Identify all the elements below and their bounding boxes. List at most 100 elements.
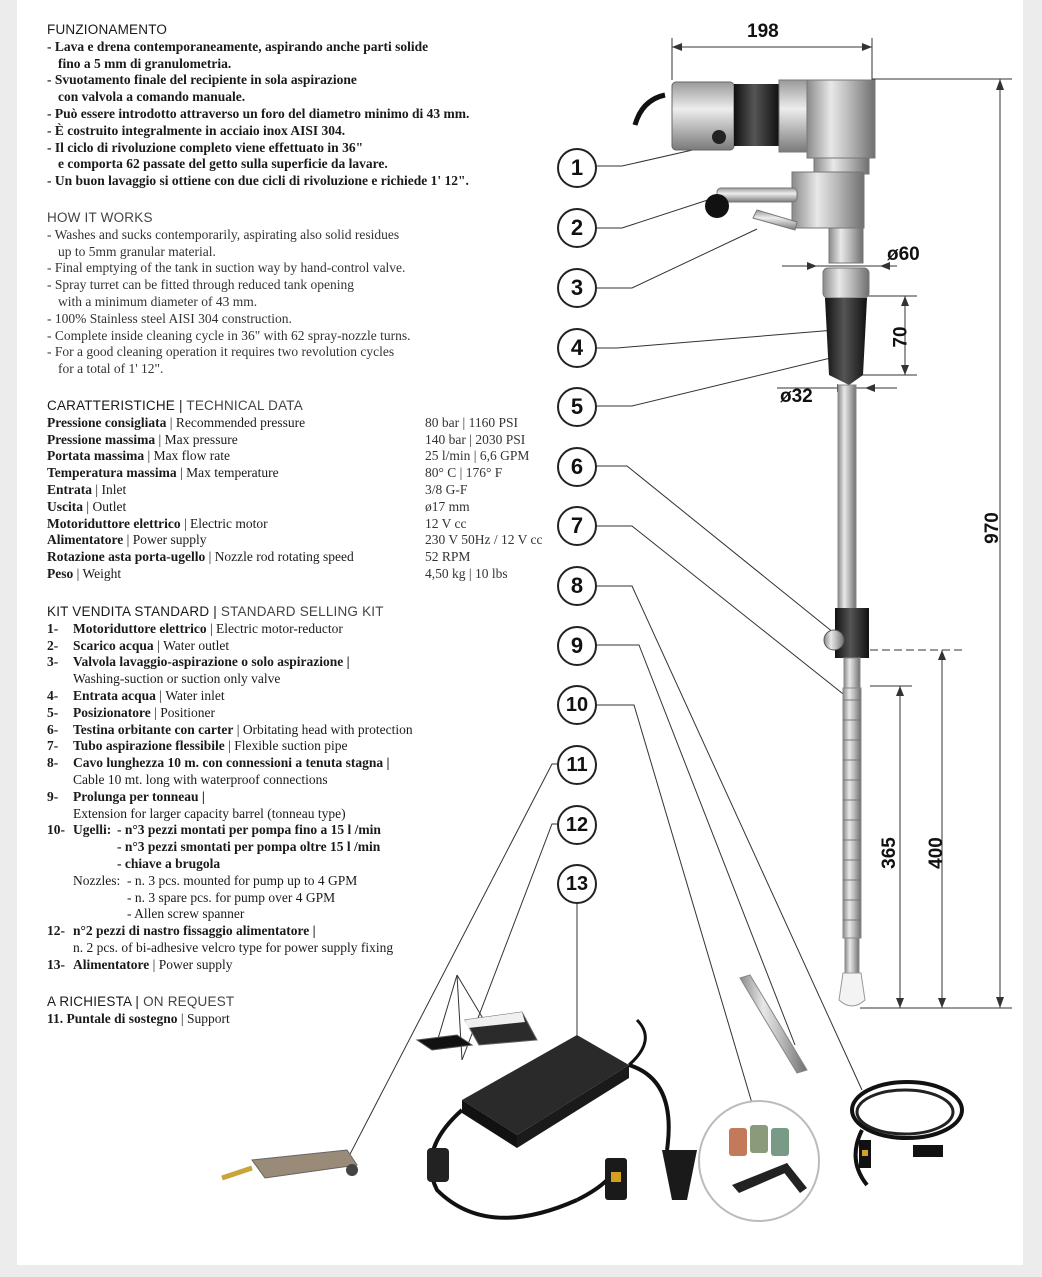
leader-lines [346,114,863,1161]
on-request-it: Puntale di sostegno [66,1010,178,1026]
kit-separator: | [150,704,161,720]
technical-label-it: Uscita [47,498,83,514]
kit-item-extra: Cable 10 mt. long with waterproof connec… [73,771,328,787]
kit-item-it: n°2 pezzi di nastro fissaggio alimentato… [73,923,316,939]
label-separator: | [144,448,154,464]
standard-kit-section: KIT VENDITA STANDARD | STANDARD SELLING … [47,604,413,974]
kit-item-num: 1- [47,620,59,636]
title-separator: | [175,398,187,413]
on-request-item: 11. Puntale di sostegno | Support [47,1010,230,1026]
kit-item-13: 13- Alimentatore | Power supply [47,956,233,972]
technical-label: Entrata | Inlet [47,482,425,499]
funzionamento-line: - Un buon lavaggio si ottiene con due ci… [47,173,469,189]
kit-item-en: Positioner [160,704,215,720]
technical-label: Pressione massima | Max pressure [47,432,425,449]
title-separator: | [209,604,221,619]
positioner [822,267,870,385]
technical-value: 52 RPM [425,549,471,565]
kit-separator: | [153,637,164,653]
label-separator: | [205,549,215,565]
kit-item-extra: Extension for larger capacity barrel (to… [73,805,346,821]
callout-8: 8 [557,566,597,606]
kit-item-extra: Washing-suction or suction only valve [73,671,281,687]
kit-item: 9-Prolunga per tonneau | [47,789,413,806]
technical-label-it: Rotazione asta porta-ugello [47,549,206,565]
technical-label-en: Outlet [92,498,127,514]
how-it-works-line: for a total of 1' 12". [58,361,164,377]
funzionamento-line: - Svuotamento finale del recipiente in s… [47,72,357,88]
technical-label: Motoriduttore elettrico | Electric motor [47,516,425,533]
callout-4: 4 [557,328,597,368]
kit-item-it: Tubo aspirazione flessibile [73,738,225,754]
funzionamento-line: con valvola a comando manuale. [58,89,246,105]
nozzles-line: - n. 3 pcs. mounted for pump up to 4 GPM [127,872,358,888]
kit-item-num: 3- [47,654,59,670]
funzionamento-line: fino a 5 mm di granulometria. [58,55,232,71]
kit-item-num: 12- [47,923,65,939]
technical-value: 4,50 kg | 10 lbs [425,565,508,581]
kit-item: 4-Entrata acqua | Water inlet [47,688,413,705]
nozzles-line: - n. 3 spare pcs. for pump over 4 GPM [127,889,336,905]
kit-item: 1-Motoriduttore elettrico | Electric mot… [47,621,413,638]
technical-value: 12 V cc [425,515,467,531]
funzionamento-line: - Il ciclo di rivoluzione completo viene… [47,139,364,155]
technical-value: 80° C | 176° F [425,465,503,481]
technical-label-it: Pressione massima [47,431,156,447]
kit-item-en: Water inlet [165,687,225,703]
kit-item-en: Electric motor-reductor [216,620,343,636]
technical-label: Portata massima | Max flow rate [47,448,425,465]
title-it: KIT VENDITA STANDARD [47,604,210,619]
standard-kit-title: KIT VENDITA STANDARD | STANDARD SELLING … [47,604,413,621]
technical-label: Alimentatore | Power supply [47,532,425,549]
kit-item-en: Flexible suction pipe [234,738,348,754]
nozzle-rod [823,384,869,1007]
kit-item-num: 8- [47,755,59,771]
technical-row: Motoriduttore elettrico | Electric motor… [47,516,543,533]
technical-value: ø17 mm [425,498,470,514]
nozzles-row: Nozzles: - n. 3 pcs. mounted for pump up… [47,873,413,890]
velcro-strips [415,1011,538,1051]
kit-item-num: 5- [47,704,59,720]
title-en: TECHNICAL DATA [186,398,303,413]
technical-label: Uscita | Outlet [47,499,425,516]
title-it: CARATTERISTICHE [47,398,176,413]
callout-6: 6 [557,447,597,487]
on-request-section: A RICHIESTA | ON REQUEST 11. Puntale di … [47,994,234,1028]
kit-item: 5-Posizionatore | Positioner [47,705,413,722]
technical-label-en: Max flow rate [153,448,231,464]
kit-item-10: 10- Ugelli: - n°3 pezzi montati per pomp… [47,822,413,839]
how-it-works-section: HOW IT WORKS - Washes and sucks contempo… [47,210,411,378]
label-separator: | [155,431,165,447]
label-separator: | [92,481,102,497]
cable [850,1080,964,1187]
technical-data-section: CARATTERISTICHE | TECHNICAL DATA Pressio… [47,398,543,583]
title-en: STANDARD SELLING KIT [220,604,384,619]
funzionamento-line: - Può essere introdotto attraverso un fo… [47,105,470,121]
how-it-works-line: - For a good cleaning operation it requi… [47,344,395,360]
technical-label-en: Inlet [101,481,127,497]
technical-value: 3/8 G-F [425,481,468,497]
electric-motor [632,79,876,175]
funzionamento-line: e comporta 62 passate del getto sulla su… [58,156,388,172]
callout-1: 1 [557,148,597,188]
kit-item-num: 13- [47,956,65,972]
power-supply [427,1018,697,1220]
callout-5: 5 [557,387,597,427]
label-separator: | [180,515,191,531]
how-it-works-line: - Final emptying of the tank in suction … [47,260,406,276]
kit-item: 3-Valvola lavaggio-aspirazione o solo as… [47,654,413,671]
dim-total-970: 970 [981,512,1003,544]
callout-9: 9 [557,626,597,666]
callout-3: 3 [557,268,597,308]
label-separator: | [176,465,187,481]
technical-label-it: Peso [47,565,74,581]
technical-label-it: Pressione consigliata [47,414,167,430]
kit-item-num: 4- [47,687,59,703]
kit-separator: | [233,721,243,737]
